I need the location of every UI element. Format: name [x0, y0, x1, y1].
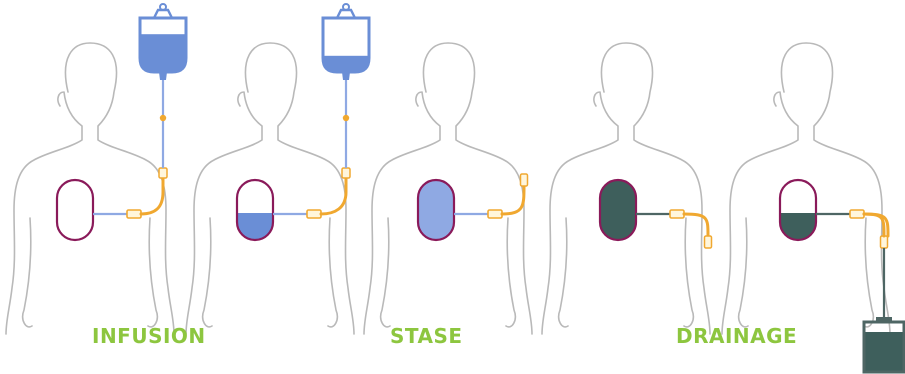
- drainage-label: DRAINAGE: [676, 324, 797, 348]
- panel-drainage-1: [542, 43, 712, 334]
- peritoneal-cavity-icon: [57, 180, 93, 240]
- bag-spout-icon: [159, 72, 167, 80]
- connector-clamp-icon: [127, 210, 141, 218]
- connector-clamp-icon: [670, 210, 684, 218]
- infusion-label: INFUSION: [92, 324, 206, 348]
- panel-infusion-2: [186, 4, 369, 334]
- tube-cap-icon: [521, 174, 528, 186]
- drain-bag-fluid-level: [864, 332, 904, 372]
- panel-drainage-2: [722, 43, 904, 372]
- panel-infusion-1: [6, 4, 186, 334]
- bag-spout-icon: [342, 72, 350, 80]
- drip-chamber-icon: [160, 115, 166, 121]
- transfer-tube: [502, 186, 524, 214]
- connector-clamp-icon: [307, 210, 321, 218]
- connector-clamp-icon: [850, 210, 864, 218]
- panel-stase: [364, 43, 532, 334]
- tube-cap-icon: [705, 236, 712, 248]
- bag-fluid-level: [140, 34, 186, 72]
- tube-clamp-icon: [342, 168, 350, 178]
- tube-clamp-icon: [881, 236, 888, 248]
- drip-chamber-icon: [343, 115, 349, 121]
- transfer-tube: [684, 214, 708, 236]
- connector-clamp-icon: [488, 210, 502, 218]
- stase-label: STASE: [390, 324, 463, 348]
- transfer-tube: [141, 176, 163, 214]
- dialysate-level: [600, 180, 636, 240]
- tube-clamp-icon: [159, 168, 167, 178]
- patient-torso-icon: [722, 43, 890, 334]
- dialysate-level: [418, 180, 454, 240]
